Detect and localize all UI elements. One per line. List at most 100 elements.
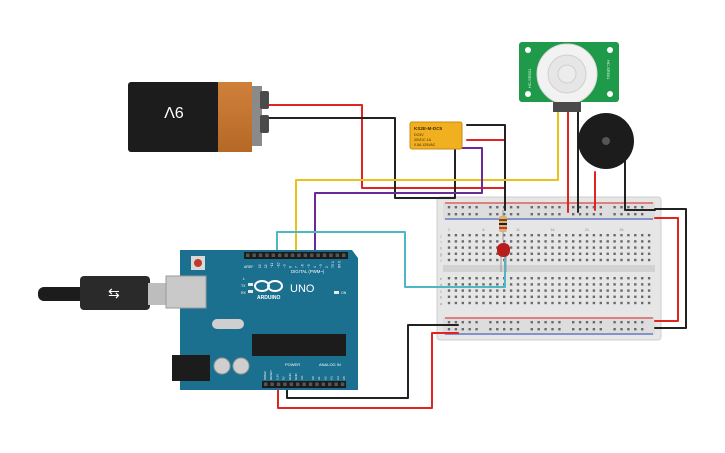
breadboard-hole[interactable] [634, 295, 637, 298]
breadboard-hole[interactable] [454, 240, 458, 243]
breadboard-hole[interactable] [592, 301, 596, 305]
breadboard-hole[interactable] [647, 234, 651, 237]
breadboard-hole[interactable] [537, 252, 540, 255]
breadboard-hole[interactable] [468, 301, 471, 305]
breadboard-hole[interactable] [496, 301, 499, 305]
breadboard-hole[interactable] [461, 246, 464, 249]
rail-hole[interactable] [572, 213, 575, 216]
rail-hole[interactable] [503, 213, 506, 216]
breadboard-hole[interactable] [558, 252, 561, 255]
breadboard-hole[interactable] [454, 295, 458, 298]
breadboard-hole[interactable] [544, 252, 547, 255]
breadboard-hole[interactable] [565, 246, 568, 249]
breadboard-hole[interactable] [523, 240, 527, 243]
breadboard-hole[interactable] [482, 289, 485, 292]
header-pin[interactable] [334, 382, 338, 387]
breadboard-hole[interactable] [475, 240, 478, 243]
breadboard-hole[interactable] [468, 289, 471, 292]
header-pin[interactable] [321, 382, 326, 387]
breadboard-hole[interactable] [551, 295, 554, 298]
rail-hole[interactable] [578, 321, 582, 324]
breadboard-hole[interactable] [599, 283, 602, 286]
rail-hole[interactable] [544, 328, 547, 331]
breadboard-hole[interactable] [447, 252, 451, 255]
breadboard-hole[interactable] [468, 234, 471, 237]
header-pin[interactable] [322, 253, 327, 258]
rail-hole[interactable] [461, 328, 464, 331]
rail-hole[interactable] [620, 321, 623, 324]
rail-hole[interactable] [461, 213, 464, 216]
breadboard-hole[interactable] [558, 240, 561, 243]
breadboard-hole[interactable] [496, 283, 499, 286]
breadboard-hole[interactable] [530, 277, 533, 280]
rail-hole[interactable] [578, 213, 582, 216]
rail-hole[interactable] [599, 213, 602, 216]
rail-hole[interactable] [572, 206, 575, 209]
breadboard-hole[interactable] [565, 283, 568, 286]
breadboard-hole[interactable] [613, 283, 616, 286]
breadboard-hole[interactable] [592, 283, 596, 286]
breadboard-hole[interactable] [606, 295, 609, 298]
breadboard-hole[interactable] [544, 240, 547, 243]
breadboard-hole[interactable] [489, 240, 492, 243]
breadboard-hole[interactable] [647, 295, 651, 298]
breadboard-hole[interactable] [613, 240, 616, 243]
rail-hole[interactable] [634, 213, 637, 216]
breadboard-hole[interactable] [475, 283, 478, 286]
rail-hole[interactable] [475, 213, 478, 216]
rail-hole[interactable] [489, 328, 492, 331]
breadboard-hole[interactable] [627, 234, 630, 237]
breadboard-hole[interactable] [613, 289, 616, 292]
breadboard-hole[interactable] [516, 289, 520, 292]
breadboard-hole[interactable] [537, 295, 540, 298]
breadboard-hole[interactable] [647, 277, 651, 280]
breadboard-hole[interactable] [496, 240, 499, 243]
header-pin[interactable] [329, 253, 333, 258]
breadboard-hole[interactable] [599, 246, 602, 249]
rail-hole[interactable] [468, 206, 471, 209]
breadboard-hole[interactable] [578, 246, 582, 249]
breadboard-hole[interactable] [606, 289, 609, 292]
header-pin[interactable] [296, 382, 300, 387]
breadboard-hole[interactable] [461, 289, 464, 292]
rail-hole[interactable] [447, 206, 451, 209]
rail-hole[interactable] [489, 213, 492, 216]
breadboard-hole[interactable] [496, 277, 499, 280]
breadboard-hole[interactable] [489, 301, 492, 305]
breadboard-hole[interactable] [585, 234, 589, 237]
breadboard-hole[interactable] [558, 258, 561, 262]
rail-hole[interactable] [496, 321, 499, 324]
rail-hole[interactable] [496, 328, 499, 331]
breadboard-hole[interactable] [482, 246, 485, 249]
breadboard-hole[interactable] [489, 234, 492, 237]
breadboard-hole[interactable] [647, 246, 651, 249]
breadboard-hole[interactable] [461, 234, 464, 237]
breadboard-hole[interactable] [620, 295, 623, 298]
rail-hole[interactable] [641, 213, 644, 216]
breadboard-hole[interactable] [537, 258, 540, 262]
breadboard-hole[interactable] [509, 258, 513, 262]
header-pin[interactable] [328, 382, 332, 387]
rail-hole[interactable] [447, 213, 451, 216]
breadboard-hole[interactable] [585, 295, 589, 298]
rail-hole[interactable] [530, 206, 533, 209]
breadboard-hole[interactable] [503, 295, 506, 298]
breadboard-hole[interactable] [551, 301, 554, 305]
breadboard-hole[interactable] [620, 283, 623, 286]
breadboard-hole[interactable] [592, 252, 596, 255]
header-pin[interactable] [302, 382, 306, 387]
breadboard-hole[interactable] [461, 301, 464, 305]
breadboard-hole[interactable] [613, 258, 616, 262]
rail-hole[interactable] [530, 213, 533, 216]
breadboard-hole[interactable] [641, 289, 644, 292]
breadboard-hole[interactable] [565, 289, 568, 292]
breadboard-hole[interactable] [461, 258, 464, 262]
rail-hole[interactable] [551, 213, 554, 216]
breadboard-hole[interactable] [627, 283, 630, 286]
breadboard-hole[interactable] [544, 277, 547, 280]
breadboard-hole[interactable] [454, 301, 458, 305]
breadboard-hole[interactable] [523, 295, 527, 298]
breadboard-hole[interactable] [620, 258, 623, 262]
breadboard-hole[interactable] [578, 289, 582, 292]
breadboard-hole[interactable] [585, 252, 589, 255]
